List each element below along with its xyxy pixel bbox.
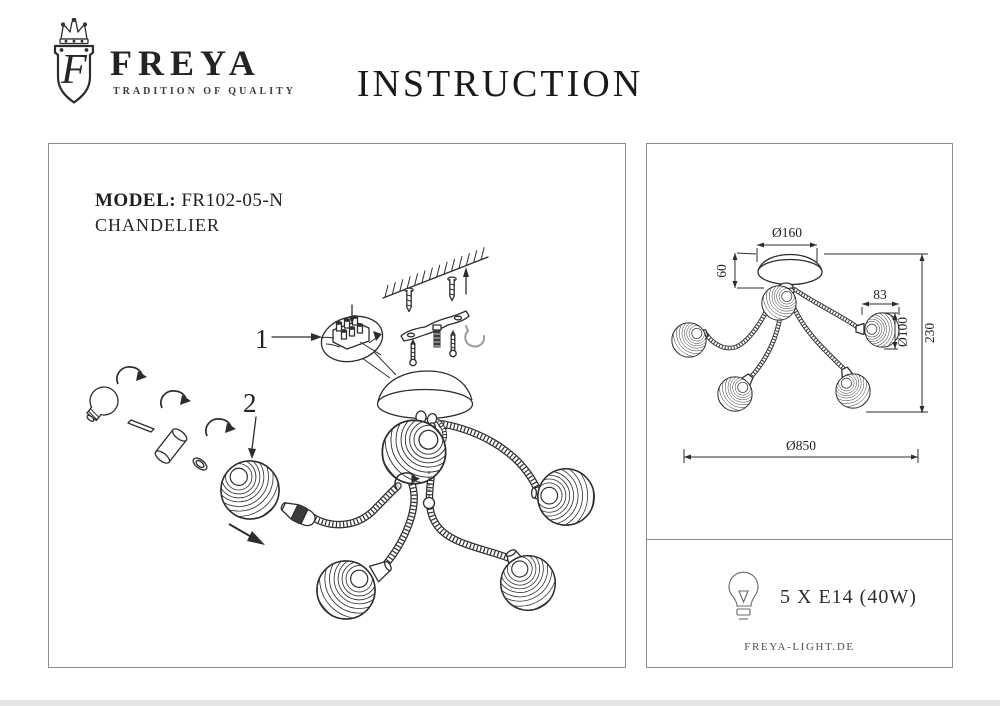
product-type: CHANDELIER	[95, 215, 220, 235]
crown-icon	[59, 18, 89, 45]
shield-icon: F	[53, 44, 95, 104]
website: FREYA-LIGHT.DE	[744, 641, 855, 653]
monogram-letter: F	[60, 47, 87, 93]
page-title: INSTRUCTION	[356, 63, 644, 105]
spec-panel	[646, 539, 953, 668]
bulb-spec: 5 X E14 (40W)	[780, 586, 917, 608]
dimensions-panel	[646, 143, 953, 540]
page-edge-strip	[0, 700, 1000, 706]
model-number: FR102-05-N	[181, 190, 284, 211]
brand-name: FREYA	[110, 43, 261, 83]
model-info: MODEL: FR102-05-N CHANDELIER	[95, 190, 283, 236]
model-label: MODEL:	[95, 190, 177, 211]
brand-tagline: TRADITION OF QUALITY	[113, 86, 296, 97]
freya-shield-logo: F	[53, 18, 95, 104]
